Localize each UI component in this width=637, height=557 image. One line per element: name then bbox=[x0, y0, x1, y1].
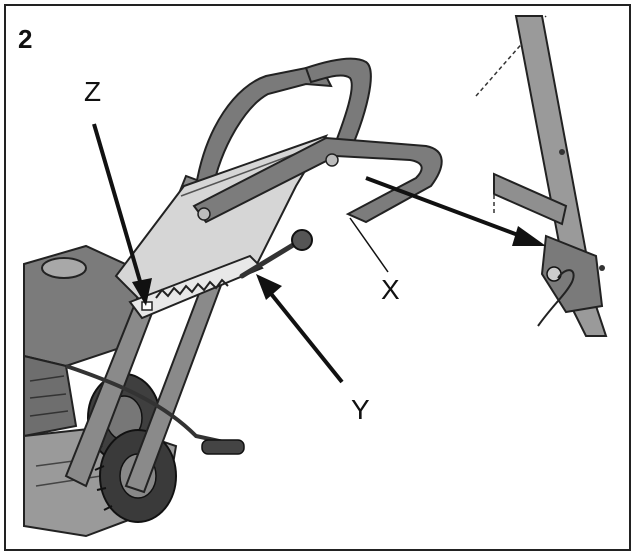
callout-label-y: Y bbox=[351, 394, 370, 425]
arrow-detail bbox=[365, 176, 527, 240]
leader-x bbox=[349, 217, 389, 273]
callout-arrows bbox=[92, 123, 546, 384]
figure-number: 2 bbox=[18, 24, 33, 54]
chute-crank bbox=[65, 364, 245, 455]
illustration-frame: 2 Z X Y bbox=[4, 4, 631, 551]
shift-bracket bbox=[128, 254, 264, 320]
control-bail-x bbox=[192, 136, 443, 224]
arrow-y bbox=[266, 288, 344, 384]
shift-lever bbox=[239, 229, 313, 279]
callout-label-x: X bbox=[381, 274, 400, 305]
detail-inset bbox=[475, 15, 608, 337]
machine-illustration bbox=[23, 15, 608, 538]
callout-label-z: Z bbox=[84, 76, 102, 107]
arrow-z bbox=[92, 123, 144, 289]
engine bbox=[23, 244, 146, 438]
